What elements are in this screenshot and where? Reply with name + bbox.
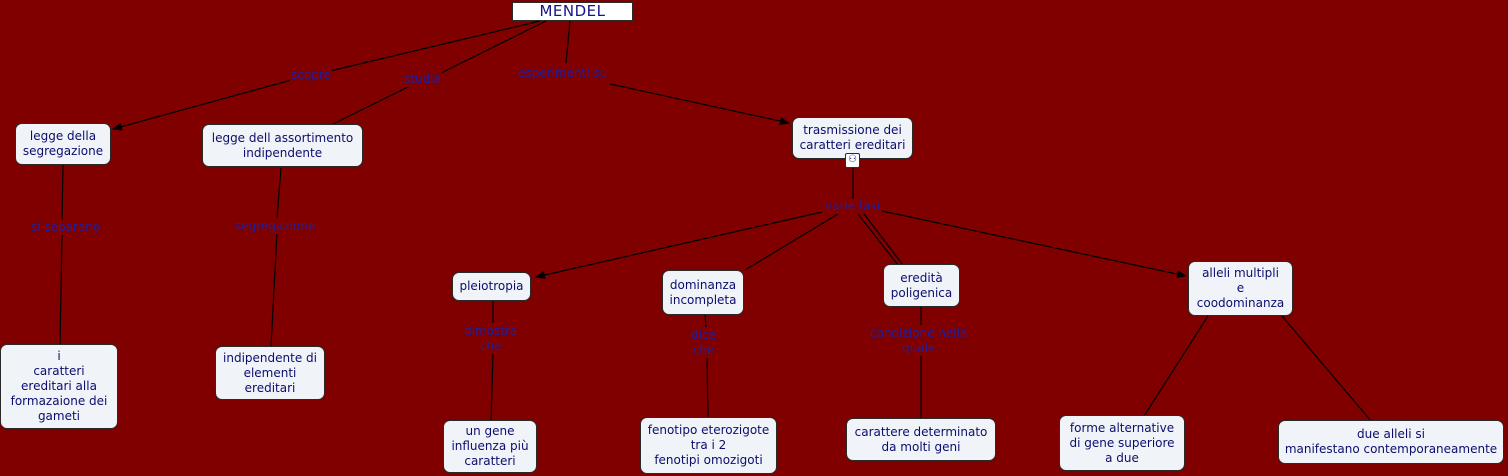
submap-icon[interactable]: ⚇ bbox=[845, 153, 860, 168]
link-label-dice-che: dice che bbox=[690, 328, 717, 358]
concept-molti-geni[interactable]: carattere determinato da molti geni bbox=[846, 418, 996, 461]
concept-legge-segregazione[interactable]: legge della segregazione bbox=[15, 123, 111, 165]
edge-dimostra-gene bbox=[490, 352, 494, 422]
concept-eredita-poligenica[interactable]: eredità poligenica bbox=[883, 264, 960, 307]
concept-legge-assortimento[interactable]: legge dell assortimento indipendente bbox=[202, 124, 363, 167]
concept-dominanza-incompleta[interactable]: dominanza incompleta bbox=[662, 270, 744, 315]
link-label-segregazione: segregazione bbox=[234, 219, 317, 234]
edge-varie-fasi-alleli bbox=[881, 210, 1187, 279]
edge-dominanza-dice bbox=[704, 314, 707, 328]
link-label-studia: studia bbox=[403, 72, 442, 87]
edge-scopre-segregazione bbox=[112, 78, 296, 131]
link-label-scopre: scopre bbox=[290, 68, 332, 83]
edge-mendel-studia bbox=[434, 20, 547, 77]
concept-pleiotropia[interactable]: pleiotropia bbox=[452, 272, 531, 301]
edge-dice-fenotipo bbox=[706, 356, 709, 419]
edge-mendel-scopre bbox=[329, 20, 541, 72]
edge-alleli-due-alleli bbox=[1281, 315, 1372, 422]
edge-segregazione-label-indipendente bbox=[270, 232, 278, 347]
edge-varie-fasi-poligenica-a bbox=[857, 213, 899, 266]
edge-assortimento-segregazione-label bbox=[276, 167, 282, 219]
concept-fenotipo-eterozigote[interactable]: fenotipo eterozigote tra i 2 fenotipi om… bbox=[640, 417, 777, 474]
concept-mendel[interactable]: MENDEL bbox=[512, 2, 633, 21]
link-label-si-separano: si separano bbox=[30, 220, 102, 235]
edge-varie-fasi-dominanza bbox=[744, 213, 839, 271]
concept-indipendente-elementi[interactable]: indipendente di elementi ereditari bbox=[215, 346, 325, 400]
edge-varie-fasi-pleiotropia bbox=[535, 211, 823, 279]
concept-caratteri-gameti[interactable]: i caratteri ereditari alla formazaione d… bbox=[0, 344, 118, 429]
concept-forme-alternative[interactable]: forme alternative di gene superiore a du… bbox=[1059, 415, 1185, 471]
concept-alleli-multipli[interactable]: alleli multipli e coodominanza bbox=[1188, 261, 1293, 316]
edge-mendel-esperimenti bbox=[565, 20, 571, 64]
concept-trasmissione-caratteri[interactable]: trasmissione dei caratteri ereditari bbox=[792, 117, 913, 159]
link-label-condizione-nella-quale: condizione nella quale bbox=[869, 326, 969, 356]
edge-varie-fasi-poligenica-b bbox=[863, 213, 904, 266]
link-label-esperimenti-su: esperimenti su bbox=[517, 66, 609, 81]
edge-studia-assortimento bbox=[332, 85, 411, 125]
link-label-dimostra-che: dimostra che bbox=[463, 324, 519, 354]
concept-gene-caratteri[interactable]: un gene influenza più caratteri bbox=[443, 420, 537, 473]
edge-si-separano-caratteri bbox=[59, 233, 63, 346]
link-label-varie-fasi: varie fasi bbox=[824, 199, 882, 214]
edge-segregazione-si-separano bbox=[61, 164, 64, 221]
concept-due-alleli[interactable]: due alleli si manifestano contemporaneam… bbox=[1278, 420, 1504, 464]
edge-alleli-forme bbox=[1143, 315, 1209, 417]
edge-esperimenti-trasmissione bbox=[609, 83, 790, 125]
